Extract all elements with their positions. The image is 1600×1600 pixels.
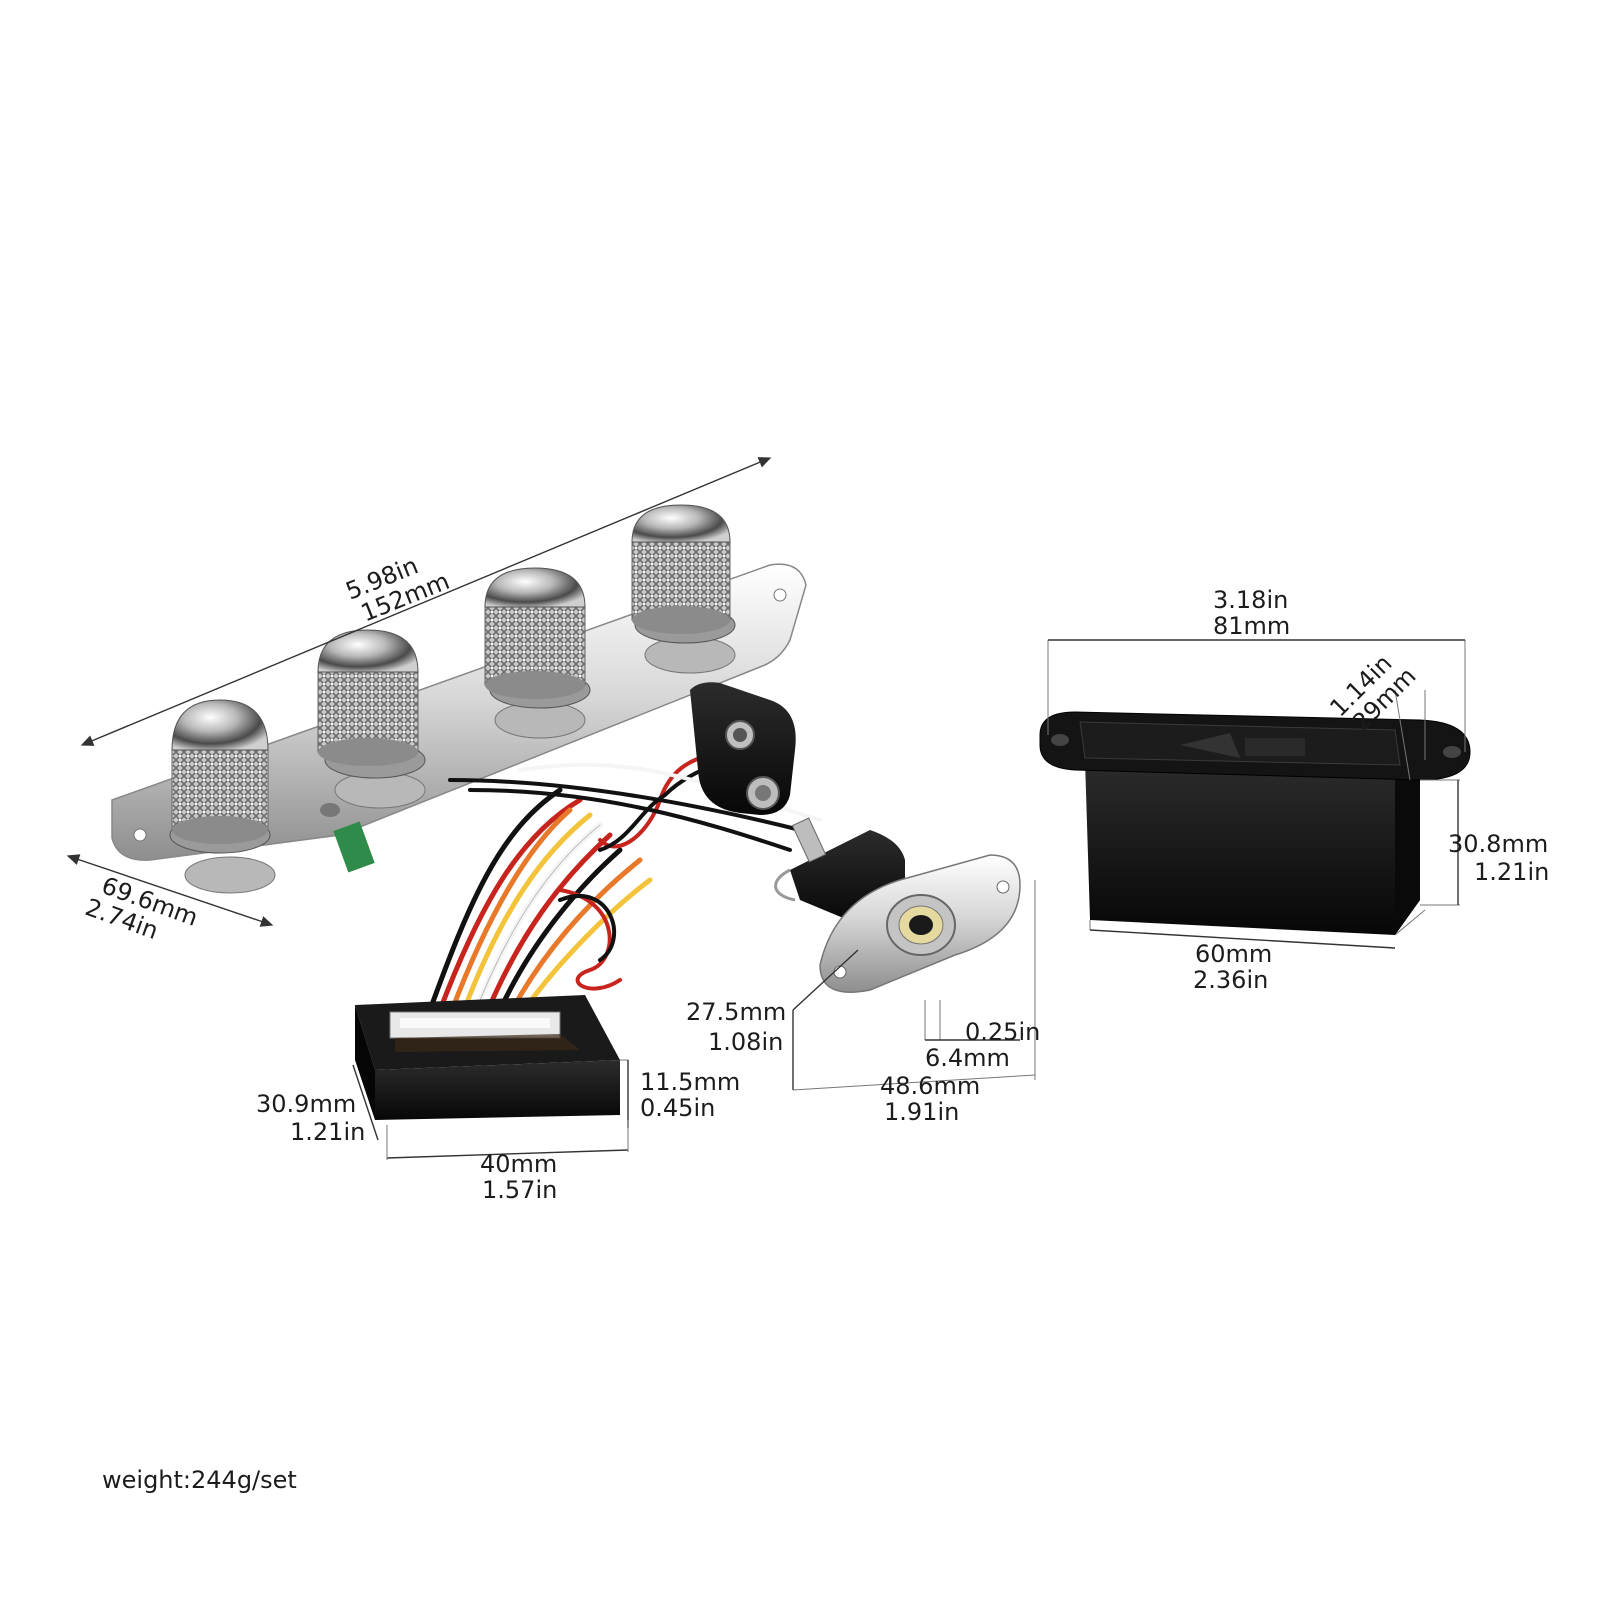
jack-height-in: 1.08in bbox=[708, 1028, 783, 1056]
battery-box bbox=[1039, 711, 1471, 935]
battery-length-in: 3.18in bbox=[1213, 586, 1288, 614]
control-knob bbox=[169, 699, 271, 854]
wire-harness bbox=[427, 753, 822, 1013]
preamp-box bbox=[355, 995, 620, 1120]
dimension-lines bbox=[66, 457, 1466, 1160]
preamp-width-in: 1.57in bbox=[482, 1176, 557, 1204]
jack-width-in: 1.91in bbox=[884, 1098, 959, 1126]
output-jack bbox=[774, 817, 1021, 993]
battery-snap-connector bbox=[690, 682, 796, 815]
preamp-height-mm: 11.5mm bbox=[640, 1068, 740, 1096]
battery-length-mm: 81mm bbox=[1213, 612, 1290, 640]
control-knob bbox=[484, 567, 591, 709]
battery-height-mm: 30.8mm bbox=[1448, 830, 1548, 858]
plate-screw-hole bbox=[773, 588, 787, 602]
preamp-depth-in: 1.21in bbox=[290, 1118, 365, 1146]
jack-hole-in: 0.25in bbox=[965, 1018, 1040, 1046]
plate-screw-hole bbox=[133, 828, 147, 842]
dimension-labels: 5.98in 152mm 69.6mm 2.74in 30.9mm 1.21in… bbox=[82, 551, 1550, 1204]
preamp-width-mm: 40mm bbox=[480, 1150, 557, 1178]
jack-height-mm: 27.5mm bbox=[686, 998, 786, 1026]
control-knob bbox=[631, 504, 736, 644]
jack-hole-mm: 6.4mm bbox=[925, 1044, 1010, 1072]
pot-body bbox=[184, 856, 276, 894]
battery-height-in: 1.21in bbox=[1474, 858, 1549, 886]
weight-label: weight:244g/set bbox=[102, 1466, 297, 1494]
jack-width-mm: 48.6mm bbox=[880, 1072, 980, 1100]
preamp-depth-mm: 30.9mm bbox=[256, 1090, 356, 1118]
control-knob bbox=[317, 629, 426, 779]
preamp-height-in: 0.45in bbox=[640, 1094, 715, 1122]
pcb-board bbox=[333, 821, 375, 873]
plate-hole bbox=[320, 803, 340, 817]
battery-body-mm: 60mm bbox=[1195, 940, 1272, 968]
battery-body-in: 2.36in bbox=[1193, 966, 1268, 994]
